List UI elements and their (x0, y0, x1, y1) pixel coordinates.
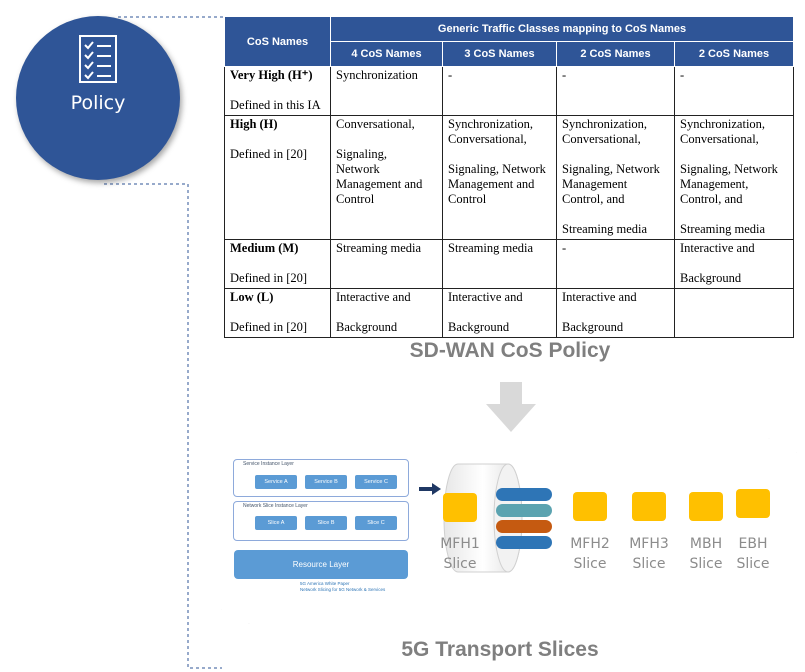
service-instance-layer-title: Service Instance Layer (243, 461, 294, 467)
cos-defined: Defined in [20] (230, 320, 308, 334)
cos-defined: Defined in [20] (230, 147, 308, 161)
slice-label-line: MFH3 (629, 536, 669, 552)
table-cell: Synchronization (330, 66, 443, 116)
table-cell: - (442, 66, 557, 116)
table-caption: SD-WAN CoS Policy (409, 339, 611, 362)
white-paper-note: 5G America White Paper Network Slicing f… (300, 581, 420, 593)
slice-c: Slice C (355, 516, 397, 530)
cos-mapping-table: CoS Names Generic Traffic Classes mappin… (224, 16, 795, 338)
row-name-cell: Medium (M) Defined in [20] (224, 239, 331, 289)
down-arrow-icon (486, 382, 536, 432)
slice-label-line: MFH2 (570, 536, 610, 552)
table-cell: Synchronization, Conversational, Signali… (673, 115, 795, 240)
table-cell: Interactive and Background (556, 288, 675, 338)
table-cell: Streaming media (442, 239, 557, 289)
slice-box-mfh1 (443, 493, 477, 522)
slice-label-ebh: EBH Slice (727, 534, 779, 574)
table-row: Very High (H⁺) Defined in this IA Synchro… (224, 66, 795, 116)
table-cell: Synchronization, Conversational, Signali… (556, 115, 675, 240)
slice-box-mbh (689, 492, 723, 521)
slice-box-mfh2 (573, 492, 607, 521)
slice-label-line: Slice (573, 556, 607, 572)
header-traffic-classes: Generic Traffic Classes mapping to CoS N… (329, 16, 795, 42)
slice-label-line: Slice (736, 556, 770, 572)
slice-label-mfh3: MFH3 Slice (623, 534, 675, 574)
table-row: Medium (M) Defined in [20] Streaming medi… (224, 239, 795, 289)
cos-defined: Defined in [20] (230, 271, 308, 285)
slice-a: Slice A (255, 516, 297, 530)
network-slice-instance-layer-title: Network Slice Instance Layer (243, 503, 308, 509)
slice-label-line: EBH (738, 536, 768, 552)
cos-defined: Defined in this IA (230, 98, 321, 112)
table-cell: Conversational, Signaling, Network Manag… (330, 115, 443, 240)
row-name-cell: High (H) Defined in [20] (224, 115, 331, 240)
row-name-cell: Low (L) Defined in [20] (224, 288, 331, 338)
slices-caption: 5G Transport Slices (401, 638, 599, 661)
table-cell: - (673, 66, 795, 116)
note-line: 5G America White Paper (300, 581, 350, 586)
service-c: Service C (355, 475, 397, 489)
arrow-right-icon (419, 483, 441, 495)
transport-pipe-graphic (443, 463, 552, 573)
slice-b: Slice B (305, 516, 347, 530)
policy-label: Policy (70, 92, 126, 114)
cos-level: Low (L) (230, 290, 274, 304)
resource-layer: Resource Layer (234, 550, 408, 579)
slice-label-line: Slice (443, 556, 477, 572)
column-header: 3 CoS Names (442, 41, 557, 67)
cos-level: High (H) (230, 117, 278, 131)
table-row: Low (L) Defined in [20] Interactive and B… (224, 288, 795, 338)
column-header: 4 CoS Names (330, 41, 443, 67)
cos-level: Medium (M) (230, 241, 299, 255)
checklist-icon (79, 35, 117, 83)
header-cos-names: CoS Names (224, 16, 331, 67)
note-line: Network Slicing for 5G Network & Service… (300, 587, 386, 592)
cos-level: Very High (H⁺) (230, 68, 313, 82)
table-cell: Interactive and Background (442, 288, 557, 338)
slice-label-line: Slice (632, 556, 666, 572)
slice-label-mfh1: MFH1 Slice (434, 534, 486, 574)
table-row: High (H) Defined in [20] Conversational, … (224, 115, 795, 240)
table-cell: - (556, 66, 675, 116)
table-cell: - (556, 239, 675, 289)
table-cell: Interactive and Background (330, 288, 443, 338)
slice-label-line: MFH1 (440, 536, 480, 552)
slice-box-mfh3 (632, 492, 666, 521)
policy-circle (16, 16, 180, 180)
table-cell (673, 288, 795, 338)
slice-label-line: Slice (689, 556, 723, 572)
slice-label-mbh: MBH Slice (680, 534, 732, 574)
slice-label-line: MBH (689, 536, 723, 552)
row-name-cell: Very High (H⁺) Defined in this IA (224, 66, 331, 116)
table-cell: Interactive and Background (673, 239, 795, 289)
slice-label-mfh2: MFH2 Slice (564, 534, 616, 574)
service-a: Service A (255, 475, 297, 489)
column-header: 2 CoS Names (673, 41, 795, 67)
slice-box-ebh (736, 489, 770, 518)
table-cell: Synchronization, Conversational, Signali… (442, 115, 557, 240)
service-b: Service B (305, 475, 347, 489)
table-cell: Streaming media (330, 239, 443, 289)
column-header: 2 CoS Names (556, 41, 675, 67)
